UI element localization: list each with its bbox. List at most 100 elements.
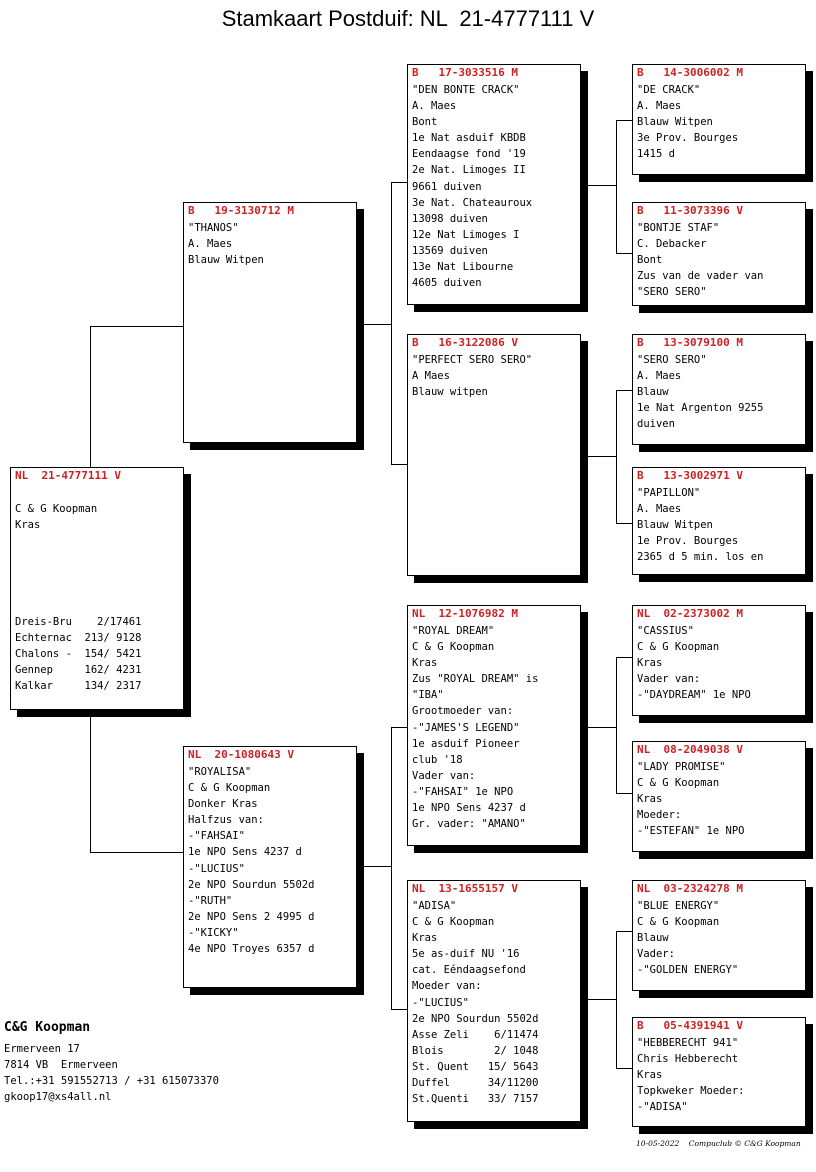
- pedigree-line: Donker Kras: [188, 798, 258, 811]
- pedigree-line: St.Quenti 33/ 7157: [412, 1093, 539, 1106]
- pedigree-line: 3e Nat. Chateauroux: [412, 196, 533, 209]
- connector: [357, 866, 391, 867]
- pedigree-line: 5e as-duif NU '16: [412, 948, 520, 961]
- pedigree-line: Kras: [637, 657, 663, 670]
- ring-number: B 14-3006002 M: [637, 66, 743, 79]
- pedigree-line: Chris Hebberecht: [637, 1053, 739, 1066]
- connector: [616, 390, 617, 523]
- owner-email[interactable]: gkoop17@xs4all.nl: [4, 1091, 112, 1103]
- pedigree-line: [15, 565, 179, 581]
- pedigree-line: Zus van de vader van: [637, 270, 764, 283]
- ring-number: NL 21-4777111 V: [15, 469, 121, 482]
- connector: [616, 931, 617, 1068]
- pedigree-line: St. Quent 15/ 5643: [412, 1060, 539, 1073]
- ring-number: B 11-3073396 V: [637, 204, 743, 217]
- pedigree-line: "BLUE ENERGY": [637, 900, 720, 912]
- connector: [391, 464, 407, 465]
- pedigree-line: "PERFECT SERO SERO": [412, 354, 533, 366]
- pedigree-line: "PAPILLON": [637, 487, 701, 499]
- pedigree-line: "ROYALISA": [188, 766, 252, 778]
- pedigree-line: -"FAHSAI" 1e NPO: [412, 785, 514, 798]
- connector: [616, 793, 632, 794]
- pedigree-line: A. Maes: [188, 238, 233, 251]
- pedigree-line: A. Maes: [412, 100, 457, 113]
- pedigree-line: Vader van:: [637, 673, 701, 686]
- connector: [581, 727, 616, 728]
- pedigree-line: Bont: [412, 116, 438, 129]
- pedigree-line: Kras: [412, 932, 438, 945]
- pedigree-line: 2e Nat. Limoges II: [412, 164, 526, 177]
- connector: [616, 657, 617, 793]
- pedigree-line: -"LUCIUS": [412, 996, 469, 1009]
- pedigree-line: 12e Nat Limoges I: [412, 228, 520, 241]
- pedigree-line: C & G Koopman: [412, 641, 495, 654]
- ring-number: NL 12-1076982 M: [412, 607, 518, 620]
- pedigree-line: "DEN BONTE CRACK": [412, 84, 520, 96]
- pedigree-line: Kras: [15, 519, 41, 532]
- pedigree-line: [15, 598, 179, 614]
- pedigree-line: -"RUTH": [188, 894, 233, 907]
- pedigree-line: "SERO SERO": [637, 354, 707, 366]
- connector: [581, 999, 616, 1000]
- connector: [391, 727, 392, 1009]
- connector: [90, 852, 183, 853]
- great-grandparent-card-6: NL 08-2049038 V"LADY PROMISE"C & G Koopm…: [632, 741, 806, 852]
- pedigree-line: C. Debacker: [637, 238, 707, 251]
- pedigree-line: -"JAMES'S LEGEND": [412, 721, 520, 734]
- pedigree-line: Vader van:: [412, 769, 476, 782]
- pedigree-line: 1e Nat asduif KBDB: [412, 132, 526, 145]
- pedigree-line: Blauw Witpen: [188, 254, 264, 267]
- pedigree-line: Grootmoeder van:: [412, 705, 514, 718]
- pedigree-line: Eendaagse fond '19: [412, 148, 526, 161]
- pedigree-line: Vader:: [637, 948, 675, 961]
- pedigree-line: [15, 485, 179, 501]
- pedigree-line: [15, 549, 179, 565]
- owner-phone: Tel.:+31 591552713 / +31 615073370: [4, 1075, 219, 1087]
- pedigree-line: Dreis-Bru 2/17461: [15, 615, 142, 628]
- pedigree-line: A. Maes: [637, 100, 682, 113]
- pedigree-line: C & G Koopman: [412, 916, 495, 929]
- owner-address-line: Ermerveen 17: [4, 1043, 80, 1055]
- pedigree-line: -"GOLDEN ENERGY": [637, 964, 739, 977]
- pedigree-line: Topkweker Moeder:: [637, 1085, 745, 1098]
- connector: [616, 120, 617, 253]
- ring-number: NL 13-1655157 V: [412, 882, 518, 895]
- connector: [581, 456, 616, 457]
- ring-number: B 05-4391941 V: [637, 1019, 743, 1032]
- pedigree-line: Asse Zeli 6/11474: [412, 1028, 539, 1041]
- pedigree-line: 3e Prov. Bourges: [637, 132, 739, 145]
- connector: [90, 326, 183, 327]
- pedigree-line: "IBA": [412, 689, 444, 702]
- pedigree-line: C & G Koopman: [637, 777, 720, 790]
- pedigree-line: "BONTJE STAF": [637, 222, 720, 234]
- pedigree-line: [15, 533, 179, 549]
- connector: [616, 120, 632, 121]
- pedigree-line: 2e NPO Sens 2 4995 d: [188, 910, 315, 923]
- pedigree-line: "THANOS": [188, 222, 239, 234]
- pedigree-line: -"KICKY": [188, 926, 239, 939]
- pedigree-line: club '18: [412, 753, 463, 766]
- pedigree-line: "ROYAL DREAM": [412, 625, 495, 637]
- pedigree-line: -"DAYDREAM" 1e NPO: [637, 689, 751, 702]
- pedigree-line: -"LUCIUS": [188, 862, 245, 875]
- connector: [581, 185, 616, 186]
- pedigree-line: Gr. vader: "AMANO": [412, 818, 526, 831]
- connector: [90, 326, 91, 468]
- pedigree-line: 1415 d: [637, 148, 675, 161]
- pedigree-line: "ADISA": [412, 900, 457, 912]
- pedigree-line: Kras: [637, 793, 663, 806]
- connector: [391, 727, 407, 728]
- pedigree-line: Blauw Witpen: [637, 116, 713, 129]
- pedigree-line: duiven: [637, 418, 675, 431]
- pedigree-line: 13569 duiven: [412, 244, 488, 257]
- pedigree-line: C & G Koopman: [188, 782, 271, 795]
- pedigree-line: A. Maes: [637, 370, 682, 383]
- pedigree-line: A Maes: [412, 370, 450, 383]
- pedigree-line: C & G Koopman: [637, 916, 720, 929]
- connector: [616, 253, 632, 254]
